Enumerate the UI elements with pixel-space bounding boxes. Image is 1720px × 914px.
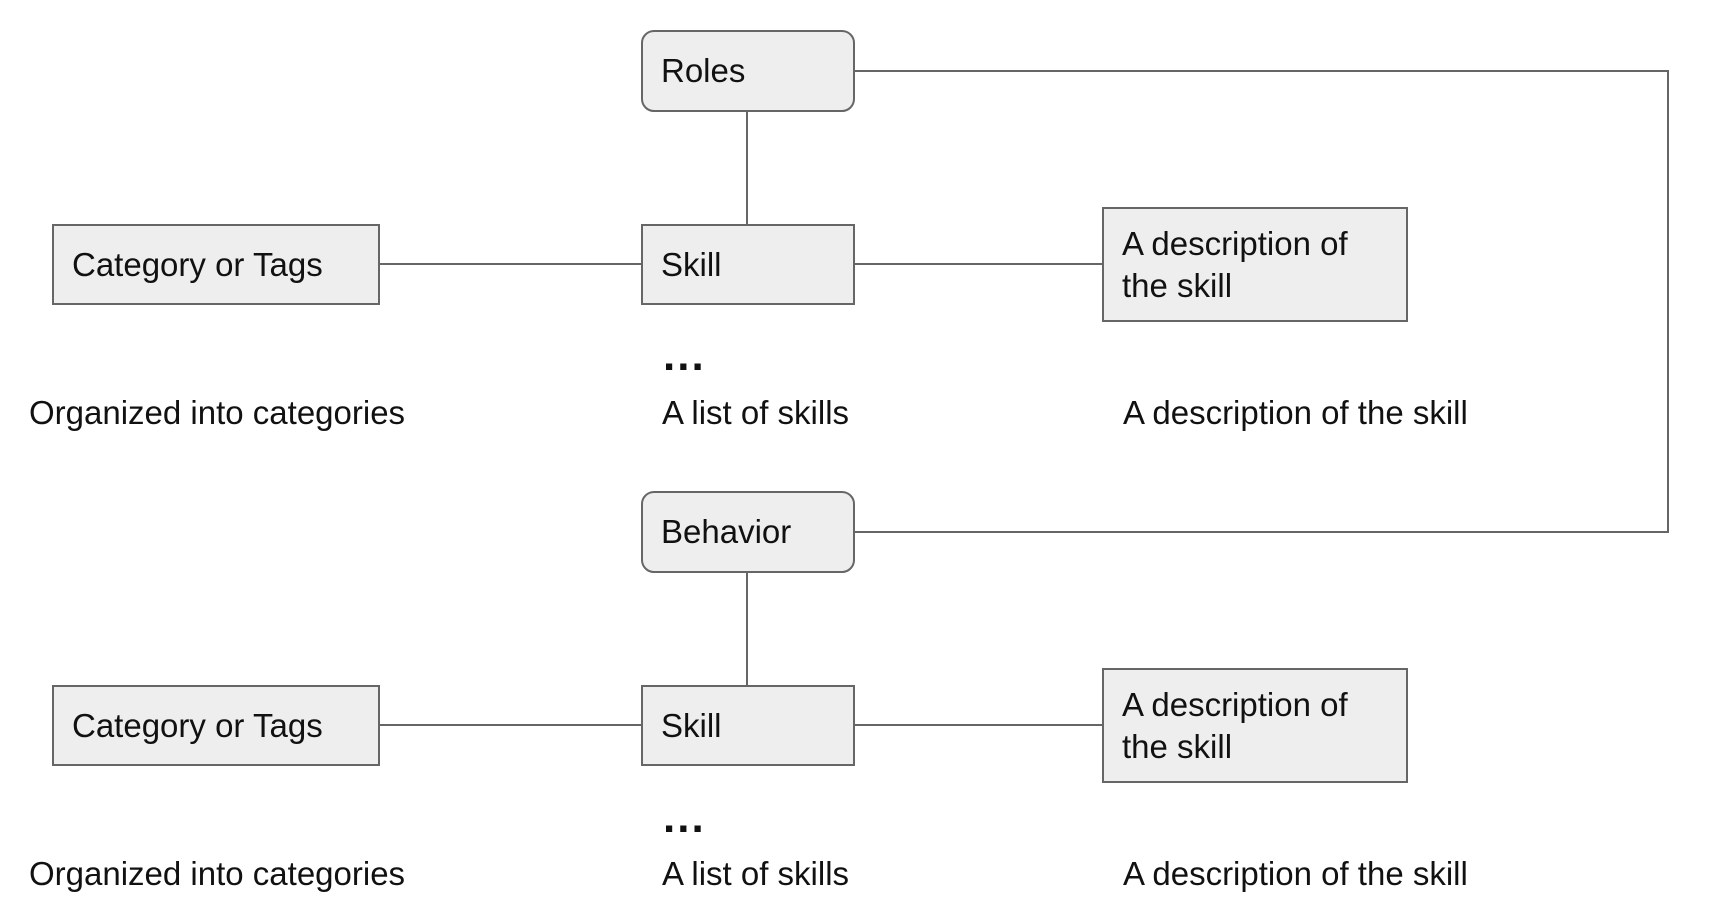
caption-skills-top: A list of skills (662, 394, 850, 431)
connector-roles-to-behavior (855, 70, 1669, 533)
skill-node-bottom-label: Skill (661, 706, 722, 744)
caption-description-bottom: A description of the skill (1123, 855, 1468, 892)
skill-node-top-label: Skill (661, 245, 722, 283)
skill-node-top: Skill (641, 224, 855, 305)
caption-skills-bottom: A list of skills (662, 855, 850, 892)
caption-description-top: A description of the skill (1123, 394, 1468, 431)
caption-categories-bottom: Organized into categories (29, 855, 406, 892)
description-node-bottom: A description of the skill (1102, 668, 1408, 783)
skills-ellipsis-bottom: ... (663, 793, 706, 842)
description-node-top: A description of the skill (1102, 207, 1408, 322)
category-node-bottom-label: Category or Tags (72, 706, 323, 744)
category-node-top-label: Category or Tags (72, 245, 323, 283)
behavior-node: Behavior (641, 491, 855, 573)
category-node-top: Category or Tags (52, 224, 380, 305)
skills-ellipsis-top: ... (663, 331, 706, 380)
roles-node: Roles (641, 30, 855, 112)
behavior-node-label: Behavior (661, 513, 792, 550)
roles-node-label: Roles (661, 52, 746, 89)
description-node-top-label: A description of the skill (1122, 224, 1348, 304)
caption-categories-top: Organized into categories (29, 394, 406, 431)
description-node-bottom-label: A description of the skill (1122, 685, 1348, 765)
category-node-bottom: Category or Tags (52, 685, 380, 766)
skill-node-bottom: Skill (641, 685, 855, 766)
